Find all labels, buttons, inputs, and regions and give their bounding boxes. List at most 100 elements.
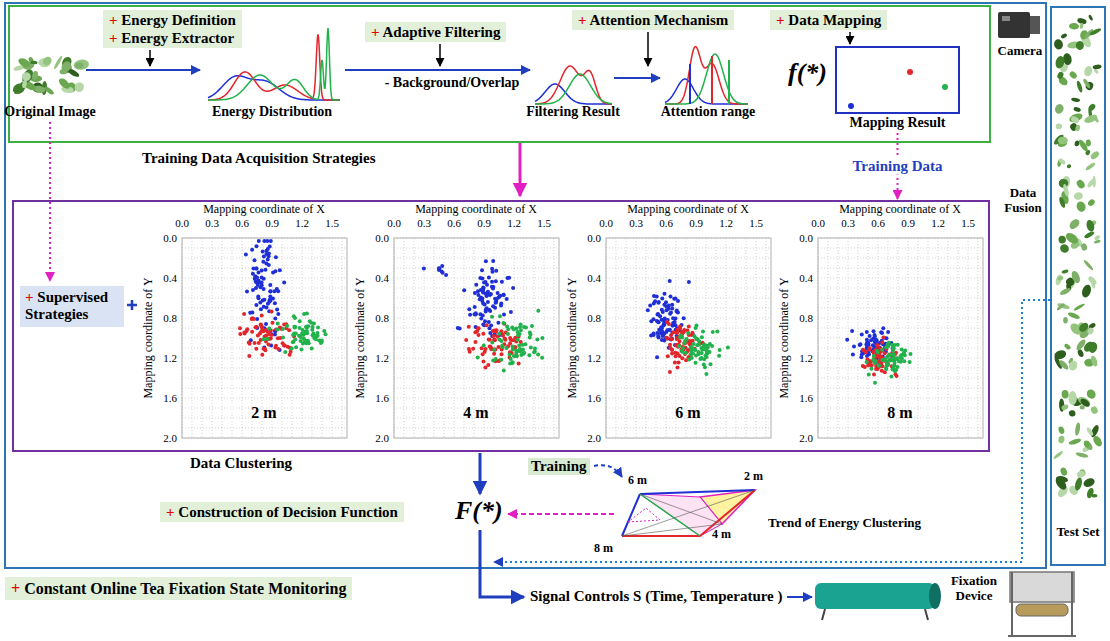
- data-point: [510, 326, 514, 330]
- tea-leaf: [1074, 422, 1081, 436]
- data-point: [665, 320, 669, 324]
- data-point: [268, 283, 272, 287]
- tea-leaf: [1070, 270, 1082, 285]
- data-point: [522, 325, 526, 329]
- data-point: [474, 340, 478, 344]
- tea-leaf: [1086, 139, 1092, 146]
- data-point: [506, 327, 510, 331]
- tea-leaf: [1058, 359, 1070, 371]
- data-point: [879, 330, 883, 334]
- mapping-plot: [835, 46, 960, 114]
- tea-leaf: [1054, 55, 1066, 69]
- data-point: [282, 281, 286, 285]
- data-point: [527, 353, 531, 357]
- grid-line: [394, 368, 559, 369]
- data-point: [507, 276, 511, 280]
- tea-leaf: [1064, 231, 1080, 246]
- data-point: [877, 364, 881, 368]
- node-text: + Construction of Decision Function: [166, 503, 398, 521]
- data-point: [887, 341, 891, 345]
- data-point: [266, 258, 270, 262]
- data-point: [902, 352, 906, 356]
- data-point: [686, 331, 690, 335]
- data-point: [663, 292, 667, 296]
- tea-leaf: [1063, 343, 1071, 351]
- data-point: [266, 247, 270, 251]
- tick-label: 1.2: [719, 217, 733, 230]
- data-point: [886, 330, 890, 334]
- data-point: [268, 332, 272, 336]
- data-point: [238, 332, 242, 336]
- tea-leaf: [1086, 178, 1096, 189]
- data-point: [253, 258, 257, 262]
- data-point: [690, 356, 694, 360]
- tick-label: 2.0: [799, 432, 813, 445]
- data-point: [875, 354, 879, 358]
- tick-label: 1.5: [325, 217, 339, 230]
- tea-leaf: [1061, 390, 1068, 399]
- data-point: [496, 321, 500, 325]
- data-point: [282, 343, 286, 347]
- data-point: [444, 273, 448, 277]
- data-point: [260, 314, 264, 318]
- data-point: [481, 332, 485, 336]
- data-point: [681, 346, 685, 350]
- tea-leaf: [1071, 327, 1079, 335]
- data-point: [540, 336, 544, 340]
- data-point: [652, 317, 656, 321]
- data-point: [298, 319, 302, 323]
- data-point: [473, 305, 477, 309]
- tick-label: 1.2: [375, 352, 389, 365]
- data-point: [656, 313, 660, 317]
- tea-leaf: [1069, 23, 1079, 30]
- section-label: Data Clustering: [190, 455, 292, 472]
- data-point: [316, 326, 320, 330]
- data-point: [696, 343, 700, 347]
- data-point: [485, 323, 489, 327]
- energy-curve: [535, 66, 612, 104]
- tick-label: 0.6: [235, 217, 249, 230]
- tea-leaf: [73, 59, 90, 71]
- tea-leaf: [1079, 397, 1091, 408]
- data-point: [258, 332, 262, 336]
- energy-curve: [535, 74, 612, 104]
- data-point: [244, 253, 248, 257]
- data-point: [873, 381, 877, 385]
- data-point: [880, 348, 884, 352]
- data-point: [276, 322, 280, 326]
- data-point: [491, 286, 495, 290]
- data-point: [670, 324, 674, 328]
- tea-leaf: [44, 86, 56, 96]
- data-point: [467, 325, 471, 329]
- tea-leaf: [1053, 38, 1064, 50]
- tea-leaf: [1077, 321, 1090, 333]
- tea-leaf: [1082, 439, 1094, 452]
- data-point: [502, 293, 506, 297]
- tea-leaf: [30, 60, 38, 64]
- node-text: Mapping Result: [835, 115, 960, 131]
- tea-leaf: [1090, 277, 1096, 289]
- image-caption: Original Image: [4, 104, 95, 120]
- grid-line: [818, 308, 983, 309]
- trend-line: [622, 490, 755, 536]
- grid-line: [818, 258, 983, 259]
- data-point: [880, 331, 884, 335]
- data-point: [715, 330, 719, 334]
- axis-title: Mapping coordinate of Y: [778, 277, 792, 398]
- energy-curve: [665, 47, 748, 104]
- data-point: [492, 348, 496, 352]
- data-point: [275, 308, 279, 312]
- data-point: [656, 320, 660, 324]
- data-point: [305, 329, 309, 333]
- data-point: [875, 349, 879, 353]
- tea-leaf: [22, 80, 28, 89]
- data-point: [653, 299, 657, 303]
- data-point: [254, 303, 258, 307]
- data-point: [245, 327, 249, 331]
- tea-leaf: [1088, 103, 1097, 112]
- data-point: [260, 276, 264, 280]
- data-point: [270, 310, 274, 314]
- data-point: [481, 323, 485, 327]
- data-point: [320, 338, 324, 342]
- device-hopper: [1010, 572, 1074, 602]
